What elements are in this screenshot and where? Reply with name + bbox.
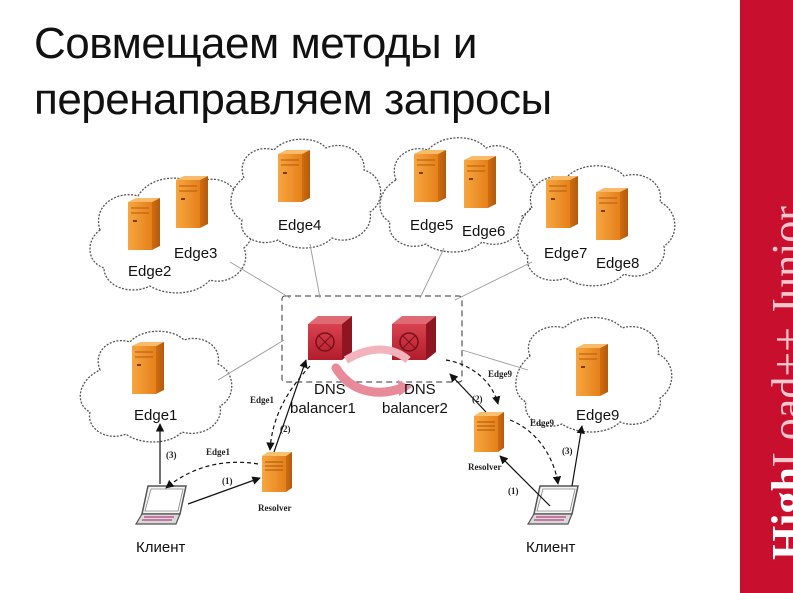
server-icon: [277, 149, 311, 203]
resolver-server-icon: [261, 451, 293, 493]
dns1-label-line2: balancer1: [290, 400, 356, 417]
brand-light: Load++ Junior: [763, 206, 793, 468]
dns-balancer-icon: [307, 315, 353, 361]
title-line-1: Совмещаем методы и: [34, 19, 478, 68]
network-links: [217, 243, 533, 381]
dns2-label-line2: balancer2: [382, 400, 448, 417]
edge3-label: Edge3: [174, 245, 217, 262]
dns-redirect-arrow: [331, 363, 407, 397]
edge1-label: Edge1: [134, 407, 177, 424]
step3-right-label: (3): [562, 446, 573, 456]
edge5-label: Edge5: [410, 217, 453, 234]
server-icon: [131, 341, 165, 395]
right-flow-arrows: [445, 359, 585, 507]
server-icon: [127, 197, 161, 251]
edge2-label: Edge2: [128, 263, 171, 280]
step3-left-label: (3): [166, 450, 177, 460]
title-line-2: перенаправляем запросы: [34, 75, 552, 124]
step2-left-label: (2): [280, 424, 291, 434]
edge8-label: Edge8: [596, 255, 639, 272]
server-icon: [595, 187, 629, 241]
edge9-label: Edge9: [576, 407, 619, 424]
server-icon: [413, 149, 447, 203]
edge6-label: Edge6: [462, 223, 505, 240]
brand-logo: HighLoad++ Junior: [763, 206, 793, 560]
client-left-label: Клиент: [136, 539, 185, 556]
server-icon: [463, 155, 497, 209]
cloud-edge5-edge6: [379, 137, 536, 253]
client-right-label: Клиент: [526, 539, 575, 556]
brand-strong: High: [763, 467, 793, 560]
dns2-label-line1: DNS: [404, 381, 436, 398]
cloud-icon: [379, 137, 536, 253]
dns-sync-arrow: [343, 345, 411, 364]
slide-title: Совмещаем методы и перенаправляем запрос…: [34, 16, 734, 128]
edge1-resolver-label: Edge1: [206, 447, 231, 457]
edge9-resolver-label: Edge9: [530, 418, 555, 428]
laptop-icon: [135, 485, 187, 525]
step2-right-label: (2): [472, 394, 483, 404]
step1-left-label: (1): [222, 476, 233, 486]
edge7-label: Edge7: [544, 245, 587, 262]
dns-group-box: [281, 295, 463, 383]
resolver-left-label: Resolver: [258, 503, 292, 513]
edge9-dashed-label: Edge9: [488, 369, 513, 379]
left-flow-arrows: [155, 359, 311, 505]
brand-sidebar: [740, 0, 793, 593]
architecture-diagram: Edge2 Edge3 Edge4 Edge5 Edge6 Edge7 Edge…: [79, 137, 676, 556]
edge1-dashed-label: Edge1: [250, 395, 275, 405]
resolver-server-icon: [473, 411, 505, 453]
edge4-label: Edge4: [278, 217, 321, 234]
resolver-right-label: Resolver: [468, 462, 502, 472]
cloud-icon: [89, 177, 255, 294]
server-icon: [175, 175, 209, 229]
server-icon: [575, 343, 609, 397]
cloud-edge2-edge3: [89, 177, 255, 294]
dns1-label-line1: DNS: [314, 381, 346, 398]
server-icon: [545, 175, 579, 229]
step1-right-label: (1): [508, 486, 519, 496]
